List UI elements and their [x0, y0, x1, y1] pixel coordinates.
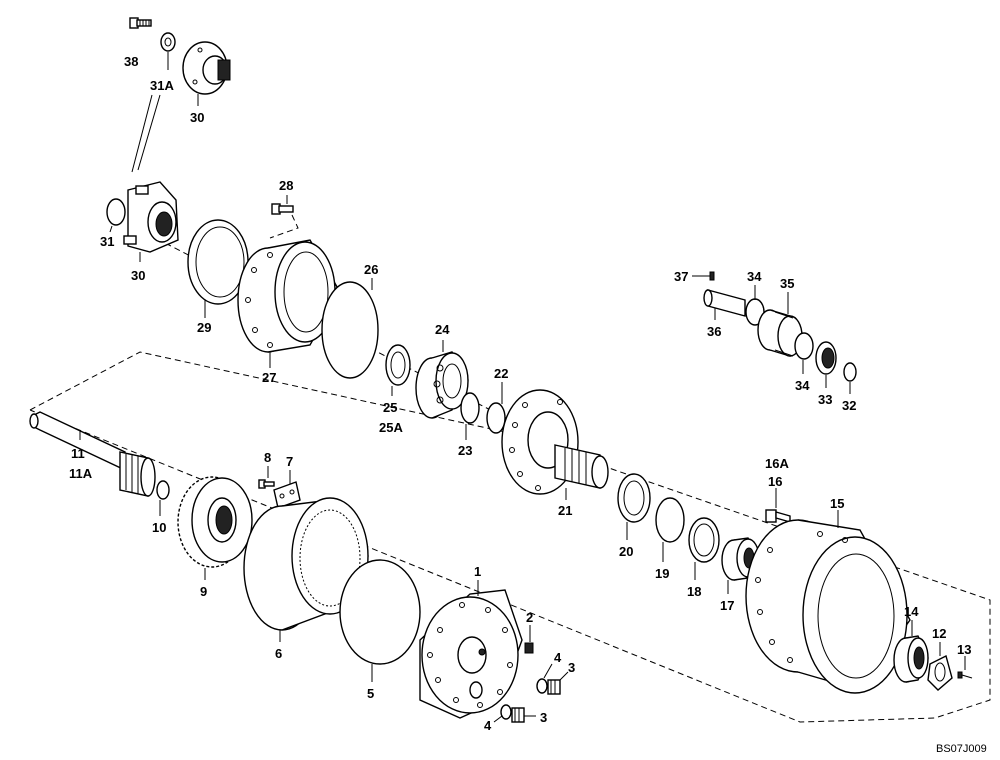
callout-33: 33	[818, 392, 832, 407]
callout-7: 7	[286, 454, 293, 469]
callout-17: 17	[720, 598, 734, 613]
part-27-housing	[237, 239, 341, 353]
part-24-bearing	[415, 351, 469, 419]
callout-29: 29	[197, 320, 211, 335]
part-30-yoke	[123, 181, 179, 253]
part-31-ring	[106, 198, 126, 226]
part-33-needle-bearing	[815, 341, 837, 375]
callout-15: 15	[830, 496, 844, 511]
part-23-ring	[460, 392, 480, 424]
part-20-ring	[617, 473, 651, 523]
callout-14: 14	[904, 604, 919, 619]
part-21-hub	[501, 389, 609, 495]
part-13-screw	[957, 671, 973, 679]
part-3-plug-lower	[511, 707, 525, 723]
part-1-carrier	[419, 589, 523, 719]
callout-34: 34	[795, 378, 810, 393]
callout-10: 10	[152, 520, 166, 535]
callout-25a: 25A	[379, 420, 403, 435]
callout-26: 26	[364, 262, 378, 277]
part-31a-washer	[160, 32, 176, 52]
part-10-washer	[156, 480, 170, 500]
part-7-plate	[273, 481, 301, 509]
part-8-bolt	[258, 479, 275, 489]
callout-30: 30	[131, 268, 145, 283]
part-25-ring	[385, 344, 411, 386]
callout-9: 9	[200, 584, 207, 599]
part-30-flange-top	[182, 41, 231, 95]
callout-31a: 31A	[150, 78, 174, 93]
part-34-washer	[794, 332, 814, 360]
callout-12: 12	[932, 626, 946, 641]
part-9-gear	[177, 476, 253, 568]
part-3-plug-upper	[547, 679, 561, 695]
callout-3-upper: 3	[568, 660, 575, 675]
part-4-washer-upper	[536, 678, 548, 694]
callout-30-top: 30	[190, 110, 204, 125]
callout-20: 20	[619, 544, 633, 559]
callout-13: 13	[957, 642, 971, 657]
callout-22: 22	[494, 366, 508, 381]
callout-18: 18	[687, 584, 701, 599]
assembly-outline-dashed	[29, 351, 991, 723]
part-12-nut	[927, 654, 953, 691]
callout-27: 27	[262, 370, 276, 385]
part-18-ring	[688, 517, 720, 563]
callout-1: 1	[474, 564, 481, 579]
drawing-code: BS07J009	[936, 743, 987, 755]
callout-2: 2	[526, 610, 533, 625]
callout-16: 16	[768, 474, 782, 489]
callout-34-top: 34	[747, 269, 762, 284]
part-38-bolt	[129, 17, 152, 29]
callout-11: 11	[71, 446, 85, 461]
part-36-shaft	[703, 289, 746, 317]
part-37-pin	[709, 271, 715, 281]
callout-23: 23	[458, 443, 472, 458]
callout-6: 6	[275, 646, 282, 661]
callout-16a: 16A	[765, 456, 789, 471]
part-16-bolt	[765, 509, 791, 523]
part-15-wheel-housing	[745, 519, 911, 694]
part-14-bearing	[893, 635, 929, 683]
callout-21: 21	[558, 503, 572, 518]
callout-11a: 11A	[69, 466, 93, 481]
part-5-oring	[339, 559, 421, 665]
callout-35: 35	[780, 276, 794, 291]
part-28-bolt	[271, 203, 294, 215]
callout-19: 19	[655, 566, 669, 581]
callout-8: 8	[264, 450, 271, 465]
callout-36: 36	[707, 324, 721, 339]
part-32-ring	[843, 362, 857, 382]
part-11-shaft	[29, 411, 156, 497]
callout-25: 25	[383, 400, 397, 415]
callout-4-lower: 4	[484, 718, 492, 733]
callout-37: 37	[674, 269, 688, 284]
part-22-snapring	[486, 402, 506, 434]
part-26-oring	[321, 281, 379, 379]
callout-31: 31	[100, 234, 114, 249]
callout-5: 5	[367, 686, 374, 701]
callout-32: 32	[842, 398, 856, 413]
part-4-washer-lower	[500, 704, 512, 720]
bolt28-leader	[269, 214, 299, 239]
part-19-ring	[655, 497, 685, 543]
callout-4-upper: 4	[554, 650, 562, 665]
callout-38: 38	[124, 54, 138, 69]
callout-28: 28	[279, 178, 293, 193]
callout-24: 24	[435, 322, 450, 337]
part-29-seal	[187, 219, 249, 305]
callout-3-lower: 3	[540, 710, 547, 725]
part-2-plug	[524, 642, 534, 654]
